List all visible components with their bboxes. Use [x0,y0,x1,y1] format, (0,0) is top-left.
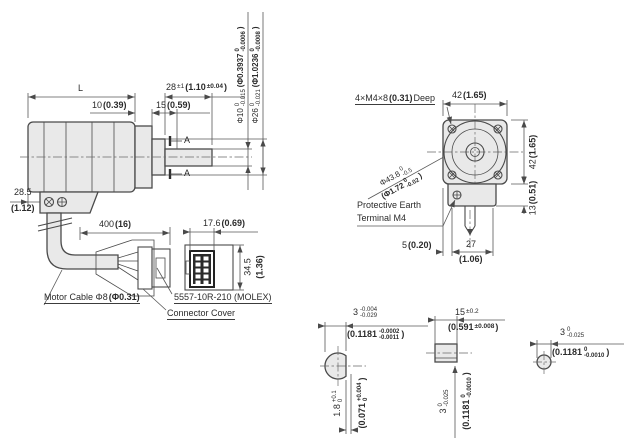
dim-plate-length: 10 (0.39) [92,100,127,110]
dim-flat-dia-in: (0.1181-0.0002-0.0011) [347,329,405,341]
dim-flange-width: 42 (1.65) [452,90,487,100]
dim-connector-height-mm: 34.5 [242,258,253,276]
tap-callout: 4×M4×8 (0.31) Deep [355,93,436,106]
dim-cable-length: 400 (16) [99,219,132,229]
dim-motor-length: L [78,83,84,93]
dim-flat-length-in: (0.591±0.008) [448,322,499,332]
connector-side [137,246,153,290]
exit-block-front [447,183,497,207]
connector-pins [195,256,209,285]
cable-exit-block [39,191,99,214]
detail-shaft-section [317,322,428,434]
dim-connector-height-in: (1.36) [254,255,265,279]
dim-edge-offset: 5 (0.20) [402,240,432,250]
section-a-label-bottom: A [184,168,191,178]
dim-flange-height: 42 (1.65) [527,134,538,170]
dim-cable-offset-mm: 28.5 [14,187,32,197]
earth-terminal-label-2: Terminal M4 [357,213,407,223]
detail-shaft-flat [426,316,505,438]
motor-shaft [164,148,213,167]
connector-cover-side [95,239,155,297]
motor-cable [46,212,119,270]
connector-model-label: 5557-10R-210 (MOLEX) [174,292,272,305]
cable-break-icon [37,217,73,232]
connector-front-view [184,244,234,291]
dim-cable-pos-in: (1.06) [459,254,483,264]
motor-front-view [357,100,528,256]
dim-cable-pos-mm: 27 [466,239,477,249]
dim-flat-dia-mm: 3-0.004-0.029 [353,307,378,319]
earth-terminal-screw-icon [452,190,462,200]
dim-block-height: 13 (0.51) [527,180,538,216]
mounting-hole-icon [447,124,503,180]
cable-front [464,206,476,235]
dim-text: L [78,83,84,93]
dim-connector-width: 17.6 (0.69) [203,218,246,228]
section-a-label-top: A [184,135,191,145]
earth-terminal-label-1: Protective Earth [357,200,422,210]
motor-cable-label: Motor Cable Φ8 (Φ0.31) [44,292,140,305]
dim-shaft-length: 28±1 (1.10±0.04) [166,82,227,92]
motor-side-view [10,12,267,311]
dim-flat-length-mm: 15±0.2 [455,307,479,317]
detail-shaft-end [529,340,624,374]
section-a-marks [168,136,182,179]
dim-pilot-length: 15 (0.59) [156,100,191,110]
screw-icon [43,196,68,208]
connector-cover-label: Connector Cover [167,308,236,321]
dim-cable-offset-in: (1.12) [11,203,35,213]
